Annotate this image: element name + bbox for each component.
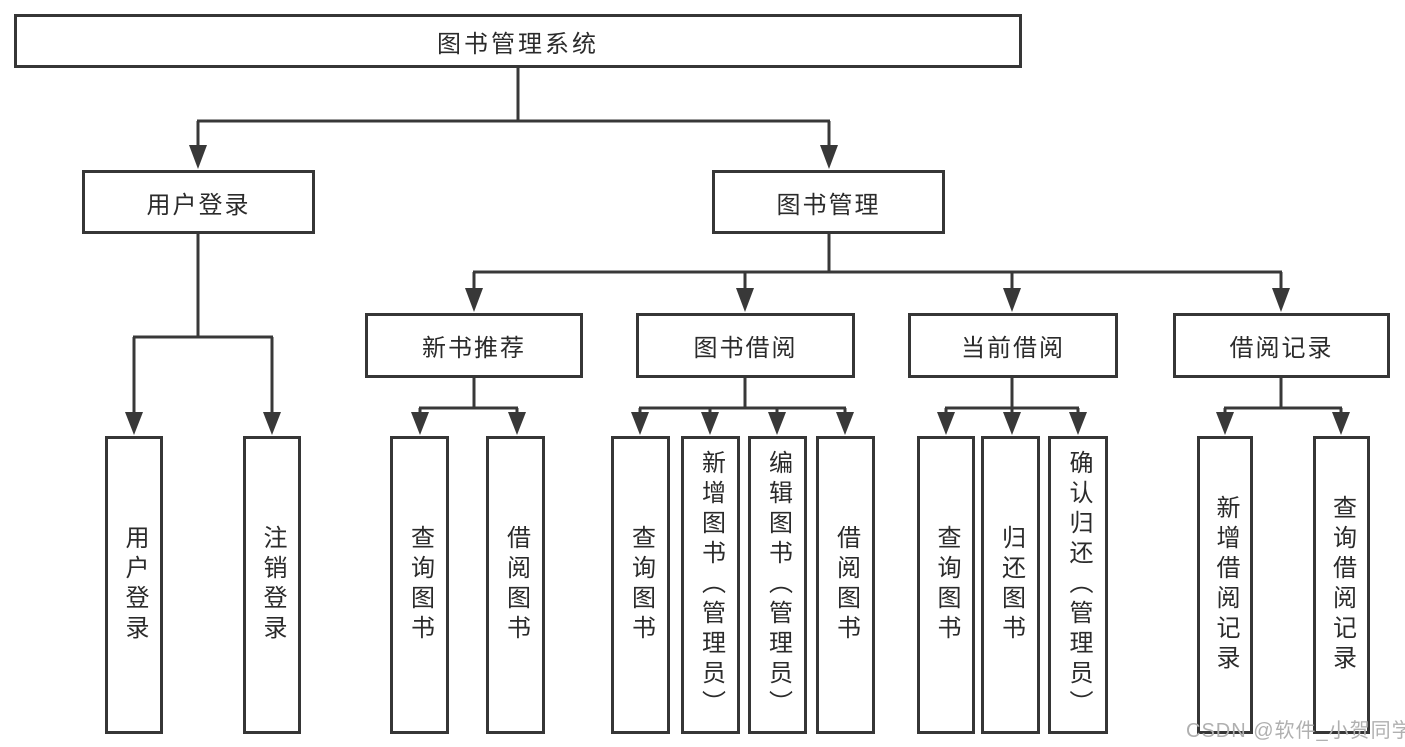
arrowhead-leaf-query-book-3 bbox=[937, 412, 955, 435]
arrowhead-leaf-confirm-return bbox=[1069, 412, 1087, 435]
arrowhead-leaf-borrow-book-1 bbox=[508, 412, 526, 435]
connector-book-borrow-children bbox=[638, 378, 847, 415]
leaf-add-book: 新增图书（管理员） bbox=[681, 436, 740, 734]
arrowhead-leaf-logout bbox=[263, 412, 281, 435]
arrowhead-leaf-query-record bbox=[1332, 412, 1350, 435]
leaf-edit-book: 编辑图书（管理员） bbox=[748, 436, 807, 734]
arrowhead-leaf-query-book-1 bbox=[411, 412, 429, 435]
leaf-borrow-book-2-label: 借阅图书 bbox=[832, 525, 860, 645]
arrowhead-current-borrow bbox=[1003, 288, 1021, 312]
node-book-management-label: 图书管理 bbox=[776, 191, 881, 219]
leaf-borrow-book-2: 借阅图书 bbox=[816, 436, 875, 734]
leaf-query-borrow-record-label: 查询借阅记录 bbox=[1328, 495, 1356, 675]
node-book-borrow: 图书借阅 bbox=[636, 313, 855, 378]
node-new-book-recommend-label: 新书推荐 bbox=[422, 335, 526, 362]
connector-user-login-children bbox=[132, 234, 274, 415]
leaf-edit-book-label: 编辑图书（管理员） bbox=[764, 450, 792, 720]
leaf-add-borrow-record: 新增借阅记录 bbox=[1197, 436, 1253, 734]
arrowhead-leaf-login bbox=[125, 412, 143, 435]
node-borrow-records-label: 借阅记录 bbox=[1229, 335, 1334, 362]
node-current-borrow: 当前借阅 bbox=[908, 313, 1118, 378]
leaf-add-book-label: 新增图书（管理员） bbox=[697, 450, 725, 720]
leaf-borrow-book-1-label: 借阅图书 bbox=[502, 525, 530, 645]
leaf-query-book-2-label: 查询图书 bbox=[627, 525, 655, 645]
arrowhead-leaf-return-book bbox=[1003, 412, 1021, 435]
leaf-add-borrow-record-label: 新增借阅记录 bbox=[1212, 495, 1239, 675]
connector-borrow-records-children bbox=[1223, 378, 1343, 415]
arrowhead-borrow-records bbox=[1272, 288, 1290, 312]
leaf-return-book: 归还图书 bbox=[981, 436, 1040, 734]
arrowhead-new-book-recommend bbox=[465, 288, 483, 312]
connector-current-borrow-children bbox=[944, 378, 1080, 415]
node-user-login: 用户登录 bbox=[82, 170, 315, 234]
leaf-borrow-book-1: 借阅图书 bbox=[486, 436, 545, 734]
leaf-return-book-label: 归还图书 bbox=[997, 525, 1025, 645]
leaf-logout: 注销登录 bbox=[243, 436, 301, 734]
connector-root-to-level2 bbox=[196, 68, 831, 147]
arrowhead-leaf-add-book bbox=[701, 412, 719, 435]
arrowhead-leaf-edit-book bbox=[768, 412, 786, 435]
node-user-login-label: 用户登录 bbox=[146, 191, 251, 219]
connector-new-book-recommend-children bbox=[418, 378, 519, 415]
node-book-management: 图书管理 bbox=[712, 170, 945, 234]
leaf-user-login: 用户登录 bbox=[105, 436, 163, 734]
leaf-confirm-return: 确认归还（管理员） bbox=[1048, 436, 1108, 734]
connector-book-management-children bbox=[472, 234, 1283, 291]
leaf-user-login-label: 用户登录 bbox=[121, 525, 148, 645]
leaf-query-borrow-record: 查询借阅记录 bbox=[1313, 436, 1370, 734]
node-current-borrow-label: 当前借阅 bbox=[961, 335, 1065, 362]
leaf-query-book-1: 查询图书 bbox=[390, 436, 449, 734]
leaf-query-book-3: 查询图书 bbox=[917, 436, 975, 734]
node-root: 图书管理系统 bbox=[14, 14, 1022, 68]
leaf-query-book-3-label: 查询图书 bbox=[933, 525, 960, 645]
node-root-label: 图书管理系统 bbox=[437, 30, 599, 58]
arrowhead-book-management bbox=[820, 145, 838, 169]
arrowhead-leaf-borrow-book-2 bbox=[836, 412, 854, 435]
node-book-borrow-label: 图书借阅 bbox=[693, 335, 798, 362]
arrowhead-user-login bbox=[189, 145, 207, 169]
leaf-query-book-2: 查询图书 bbox=[611, 436, 670, 734]
arrowhead-leaf-add-record bbox=[1216, 412, 1234, 435]
leaf-confirm-return-label: 确认归还（管理员） bbox=[1065, 450, 1092, 720]
node-new-book-recommend: 新书推荐 bbox=[365, 313, 583, 378]
leaf-query-book-1-label: 查询图书 bbox=[406, 525, 434, 645]
arrowhead-book-borrow bbox=[736, 288, 754, 312]
node-borrow-records: 借阅记录 bbox=[1173, 313, 1390, 378]
leaf-logout-label: 注销登录 bbox=[259, 525, 286, 645]
arrowhead-leaf-query-book-2 bbox=[631, 412, 649, 435]
watermark-text: CSDN @软件_小贺同学 bbox=[1186, 720, 1405, 742]
